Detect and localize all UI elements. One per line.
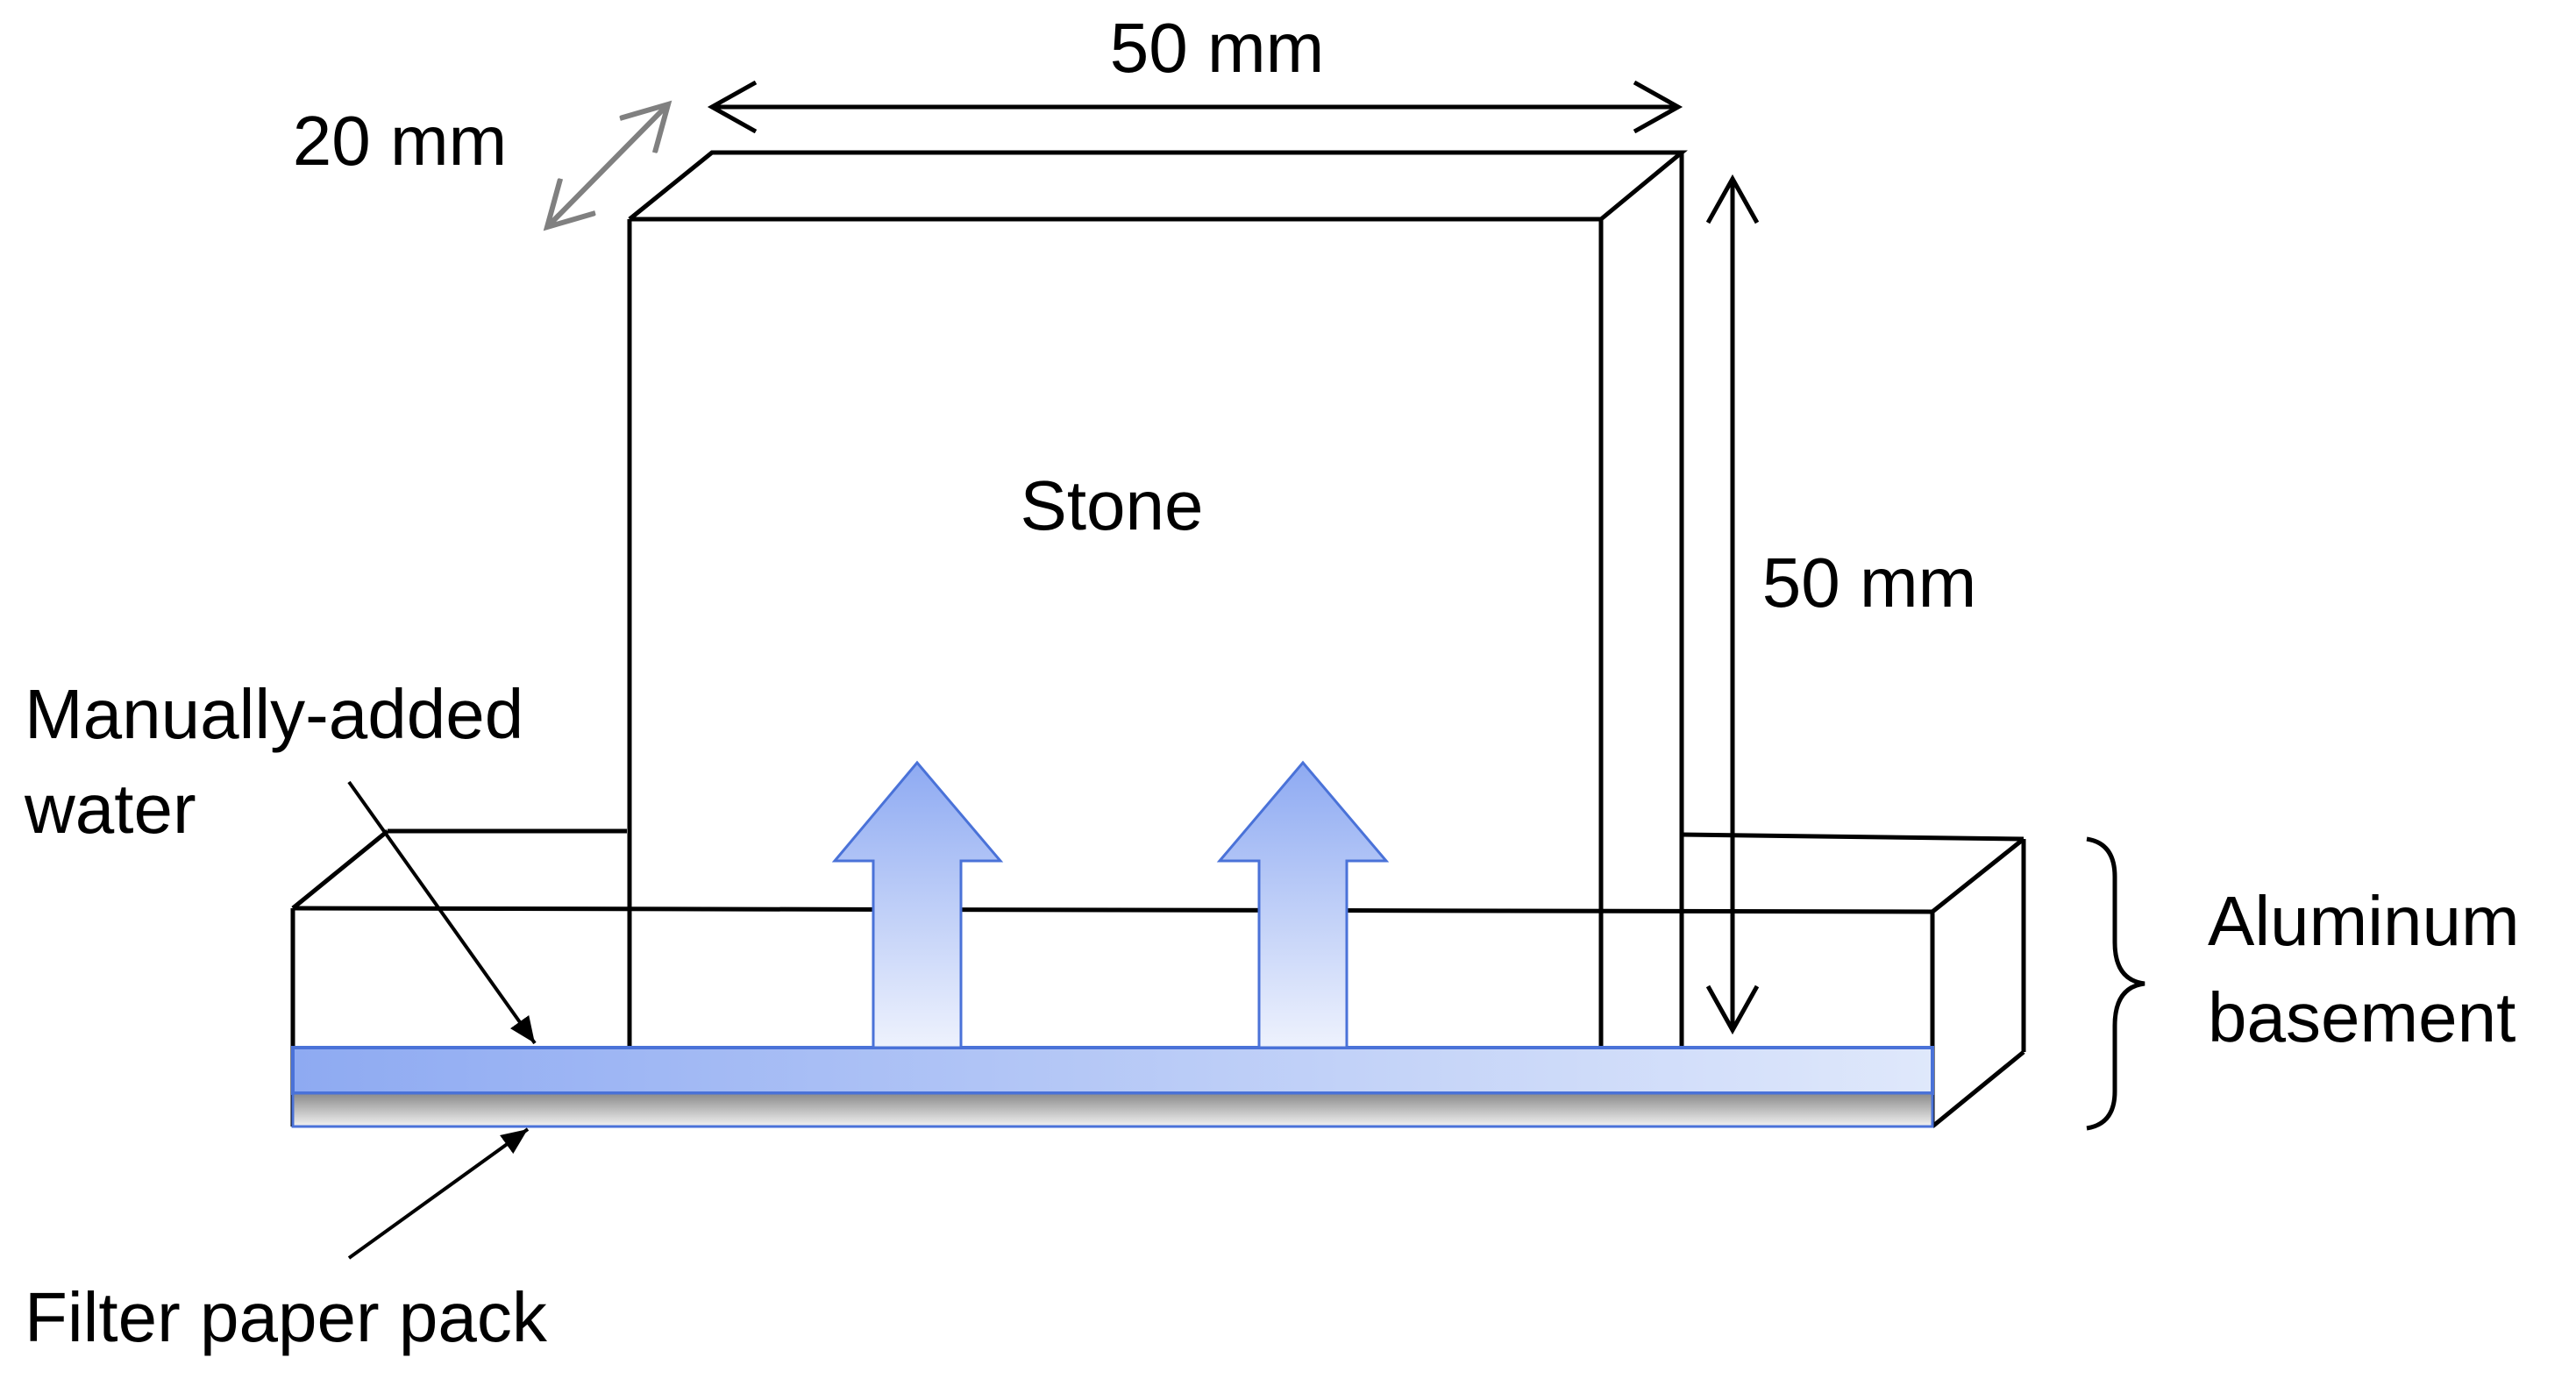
right-curly-brace-icon (2086, 836, 2145, 1131)
filter-pointer-arrow (347, 1127, 530, 1260)
water-pointer-arrow (347, 780, 537, 1045)
filter-paper-pack (291, 1091, 1934, 1128)
basement-label-line2: basement (2208, 978, 2516, 1056)
stone-label: Stone (1020, 466, 1203, 544)
water-label-line1: Manually-added (25, 675, 523, 753)
depth-label: 20 mm (293, 102, 508, 180)
width-label: 50 mm (1110, 9, 1325, 87)
up-arrow-icon (1216, 760, 1390, 1049)
basement-label-line1: Aluminum (2208, 882, 2520, 960)
up-arrow-icon (831, 760, 1004, 1049)
water-label-line2: water (24, 770, 196, 848)
water-layer (291, 1046, 1934, 1095)
depth-dimension-arrow (547, 104, 668, 227)
filter-label: Filter paper pack (25, 1278, 548, 1356)
height-label: 50 mm (1762, 544, 1977, 622)
stone-block (627, 150, 1688, 1052)
